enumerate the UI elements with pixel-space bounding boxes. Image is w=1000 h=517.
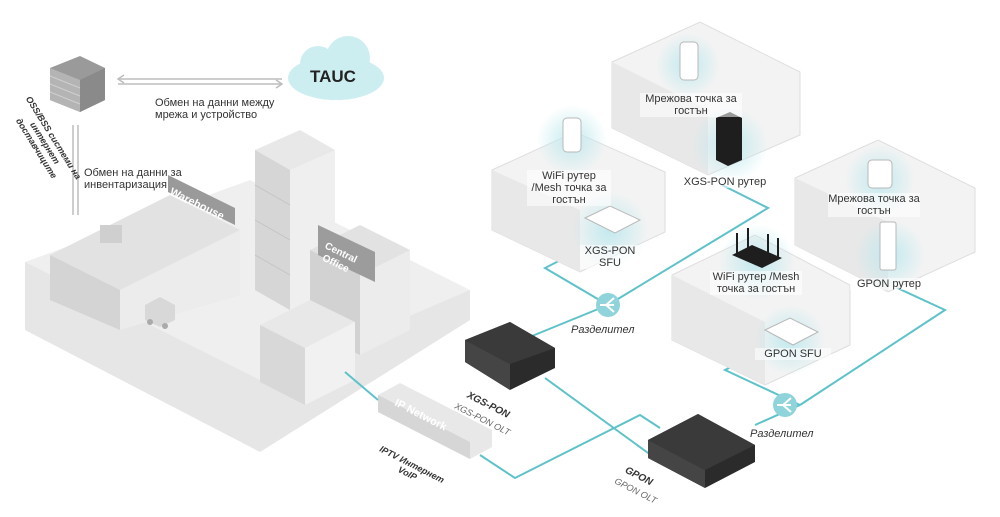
fiber-cables	[344, 184, 948, 480]
truck-icon	[145, 297, 175, 329]
mesh-point-icon	[679, 41, 699, 81]
tauc-cloud-icon	[288, 36, 384, 100]
splitter-icon	[773, 393, 797, 417]
top-center-mesh-label: Мрежова точка за гостън	[640, 93, 742, 117]
gpon-sfu-icon	[763, 317, 820, 346]
inventory-exchange-label: Обмен на данни за инвентаризация	[84, 167, 182, 191]
right-router-label: GPON рутер	[850, 278, 928, 290]
wifi-router-icon	[732, 228, 782, 268]
splitter-top-label: Разделител	[571, 324, 635, 336]
data-exchange-arrows	[72, 74, 284, 215]
gpon-olt-icon	[648, 414, 755, 488]
xgs-pon-sfu-icon	[583, 205, 642, 234]
splitter-bottom-label: Разделител	[750, 428, 814, 440]
cloud-label: TAUC	[310, 67, 356, 86]
top-center-router-label: XGS-PON рутер	[680, 176, 770, 188]
right-mesh-label: Мрежова точка за гостън	[828, 193, 920, 217]
mesh-point-icon	[562, 117, 582, 153]
xgs-pon-olt-icon	[465, 322, 555, 390]
top-left-router-label: WiFi рутер /Mesh точка за гостън	[527, 170, 611, 206]
server-stack-icon	[49, 56, 105, 112]
gpon-router-icon	[879, 221, 897, 271]
top-left-terminal-label: XGS-PON SFU	[580, 245, 640, 269]
xgs-pon-router-icon	[716, 112, 742, 166]
bottom-center-router-label: WiFi рутер /Mesh точка за гостън	[710, 271, 802, 295]
network-device-exchange-label: Обмен на данни между мрежа и устройство	[155, 97, 275, 121]
data-center-building	[260, 300, 355, 405]
ip-network-block	[378, 383, 492, 459]
mesh-point-icon	[867, 159, 893, 189]
splitter-icon	[596, 293, 620, 317]
bottom-center-terminal-label: GPON SFU	[755, 348, 831, 360]
